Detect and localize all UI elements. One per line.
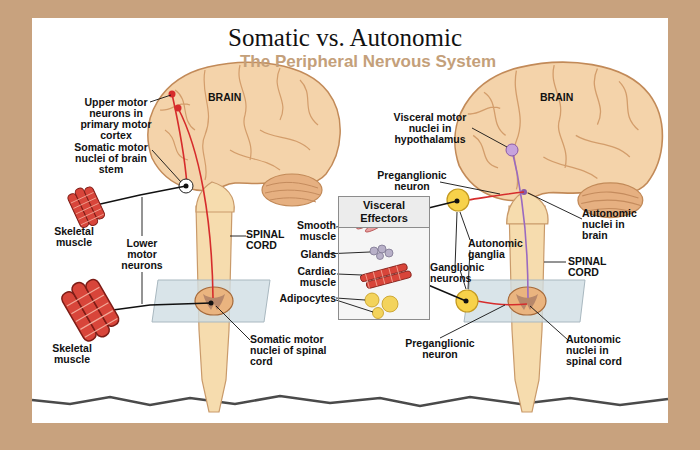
part-label: Autonomic ganglia [468, 238, 528, 260]
upper-motor-neuron [172, 94, 187, 185]
autonomic-ganglion [456, 290, 478, 312]
part-label: Preganglionic neuron [372, 170, 452, 192]
brain [148, 62, 340, 212]
region-label: SPINAL CORD [568, 256, 614, 278]
hypothalamus-nucleus [506, 144, 518, 156]
effector-label: Smooth muscle [286, 220, 336, 242]
cord-cross-section [195, 287, 233, 315]
panel-background [32, 18, 668, 423]
box-heading: Visceral Effectors [339, 197, 429, 228]
part-label: Ganglionic neurons [430, 262, 492, 284]
part-label: Somatic motor nuclei of brain stem [66, 142, 156, 175]
adipocyte [365, 293, 379, 307]
cord-cross-section [508, 287, 546, 315]
spinal-cord [196, 206, 232, 412]
gland-cell [377, 253, 384, 260]
skeletal-muscle [66, 183, 107, 231]
subtitle: The Peripheral Nervous System [190, 52, 546, 72]
cardiac-muscle-fiber [366, 270, 412, 289]
part-label: Autonomic nuclei in spinal cord [566, 334, 638, 367]
neuron-body [175, 105, 182, 112]
region-label: SPINAL CORD [246, 229, 292, 251]
adipocyte [373, 308, 384, 319]
part-label: Visceral motor nuclei in hypothalamus [384, 112, 476, 145]
part-label: Upper motor neurons in primary motor cor… [76, 97, 156, 141]
effector-label: Glands [286, 249, 336, 260]
spinal-cord [509, 206, 545, 412]
leader-line [324, 128, 582, 340]
part-label: Skeletal muscle [48, 226, 100, 248]
part-label: Somatic motor nuclei of spinal cord [250, 334, 330, 367]
diagram-title: Somatic vs. Autonomic [0, 24, 690, 52]
effector-box-fill [338, 196, 430, 320]
section-plane [464, 280, 585, 322]
effector-label: Cardiac muscle [282, 266, 336, 288]
torn-edge [32, 396, 668, 406]
visceral-motor-neuron [512, 150, 528, 298]
preganglionic-neuron [477, 301, 527, 305]
neuron-body [169, 91, 176, 98]
region-label: BRAIN [540, 92, 590, 103]
region-label: BRAIN [208, 92, 258, 103]
leader-line [142, 95, 250, 340]
skeletal-muscle [58, 274, 123, 346]
part-label: Lower motor neurons [118, 238, 166, 271]
lower-motor-neuron [96, 186, 186, 205]
group-box: Visceral Effectors [338, 196, 430, 320]
autonomic-ganglion [447, 189, 469, 211]
section-plane [152, 280, 270, 322]
part-label: Preganglionic neuron [400, 338, 480, 360]
upper-motor-neuron [178, 108, 213, 298]
gland-cell [385, 249, 393, 257]
brain [455, 62, 663, 224]
effector-label: Adipocytes [266, 293, 336, 304]
part-label: Autonomic nuclei in brain [582, 208, 652, 241]
adipocyte [382, 296, 398, 312]
cardiac-striations [366, 266, 401, 289]
part-label: Skeletal muscle [46, 343, 98, 365]
